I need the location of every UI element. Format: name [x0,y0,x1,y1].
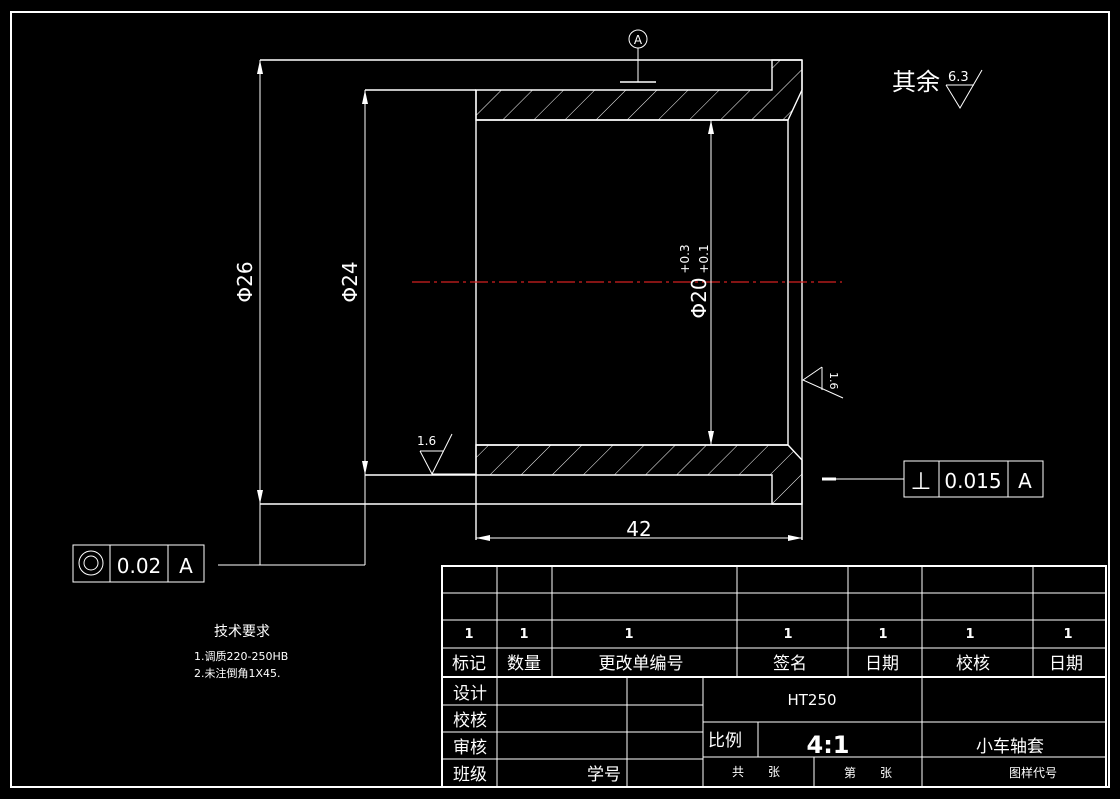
drawing-code-label: 图样代号 [1009,765,1057,780]
rev-header-check: 校核 [956,654,990,674]
scale-value: 4:1 [807,731,850,759]
roughness-other: 其余 6.3 [892,68,983,109]
datum-a-label: A [634,33,643,47]
dim-step-diameter: Φ24 [338,261,362,302]
rev-header-change-no: 更改单编号 [599,654,684,674]
fcf-perpendicularity-symbol: ⊥ [911,467,932,495]
dim-bore-tol-upper: +0.3 [678,244,692,273]
rev-value-3: 1 [624,627,633,642]
scale-label: 比例 [708,731,742,751]
datum-a: A [620,29,656,83]
rev-header-signature: 签名 [773,654,807,674]
dim-bore-diameter: Φ20 [687,277,711,318]
dimensions: Φ26 Φ24 Φ20 +0.3 +0.1 42 [233,60,802,565]
rev-value-5: 1 [878,627,887,642]
sheet-border [10,11,1110,788]
role-class: 班级 [453,765,487,785]
rev-header-date: 日期 [865,654,899,674]
rev-value-4: 1 [783,627,792,642]
roughness-other-label: 其余 [892,68,940,96]
tech-requirements: 技术要求 1.调质220-250HB 2.未注倒角1X45. [194,624,288,680]
sheet-total: 共 张 [732,765,780,779]
roughness-bore: 1.6 [801,366,844,399]
dim-bore-tol-lower: +0.1 [697,244,711,273]
fcf-perpendicularity-datum: A [1018,469,1032,493]
role-design: 设计 [453,684,487,704]
rev-value-7: 1 [1063,627,1072,642]
role-review: 审核 [453,738,487,758]
material: HT250 [787,691,836,709]
sheet-number: 第 张 [844,766,892,780]
section-hatch-bottom [475,444,803,505]
section-hatch-top [475,59,803,121]
roughness-face: 1.6 [417,433,476,476]
roughness-face-value: 1.6 [417,434,436,448]
rev-header-date-2: 日期 [1049,654,1083,674]
dim-length: 42 [626,517,651,541]
fcf-concentricity-value: 0.02 [117,554,162,578]
fcf-concentricity: 0.02 A [72,544,365,583]
rev-header-qty: 数量 [507,654,541,674]
student-id-label: 学号 [587,765,621,785]
dim-outer-diameter: Φ26 [233,261,257,302]
rev-value-2: 1 [519,627,528,642]
title-block: 1 1 1 1 1 1 1 标记 数量 更改单编号 签名 日期 校核 日期 设计… [441,565,1107,788]
part-name: 小车轴套 [976,737,1044,757]
fcf-perpendicularity: ⊥ 0.015 A [822,460,1044,498]
tech-requirements-title: 技术要求 [214,624,270,640]
roughness-bore-value: 1.6 [827,372,840,390]
rev-value-1: 1 [464,627,473,642]
roughness-other-value: 6.3 [948,70,969,85]
tech-requirement-1: 1.调质220-250HB [194,650,288,663]
fcf-concentricity-datum: A [179,554,193,578]
part-section [260,59,803,540]
rev-value-6: 1 [965,627,974,642]
fcf-perpendicularity-value: 0.015 [944,469,1001,493]
tech-requirement-2: 2.未注倒角1X45. [194,666,281,680]
role-check: 校核 [453,711,487,731]
rev-header-mark: 标记 [452,654,486,674]
